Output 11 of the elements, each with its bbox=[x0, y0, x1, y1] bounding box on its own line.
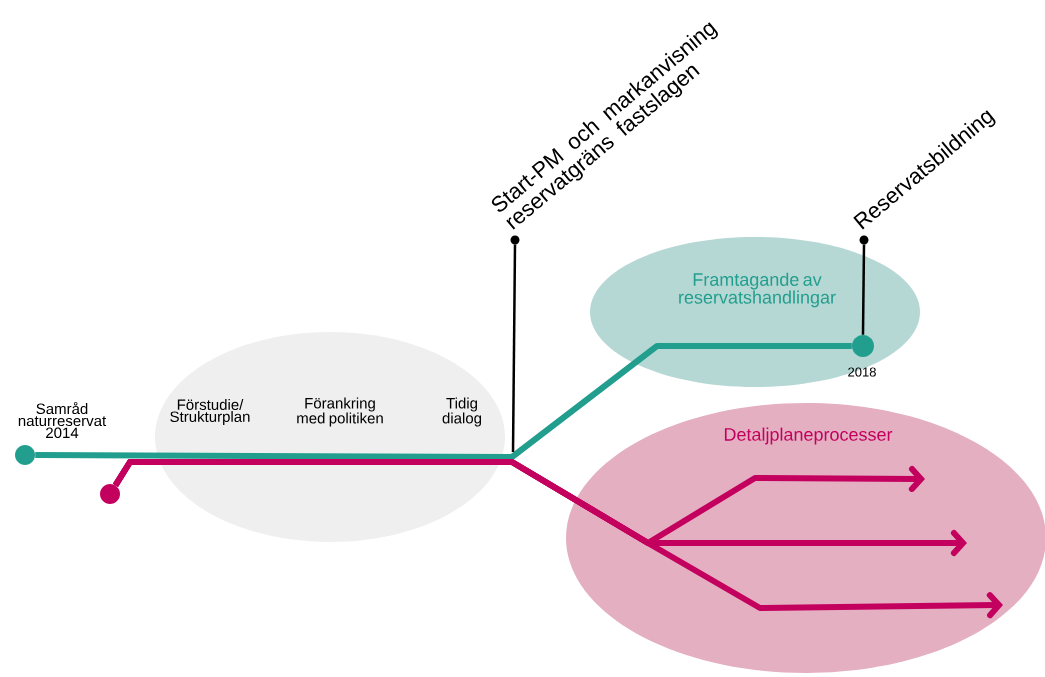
stage-label: Framtagande av reservatshandlingar bbox=[679, 272, 836, 308]
stage-label: Förankring med politiken bbox=[297, 397, 383, 427]
branch-arrow bbox=[112, 459, 1003, 619]
stage-label: Detaljplaneprocesser bbox=[724, 427, 893, 445]
date-label: Samråd naturreservat 2014 bbox=[18, 401, 107, 439]
track-line bbox=[35, 343, 852, 460]
date-label: 2018 bbox=[848, 367, 876, 377]
stage-label: Tidig dialog bbox=[442, 397, 482, 427]
milestone-dot bbox=[100, 484, 120, 504]
leader-line bbox=[511, 244, 517, 452]
stage-label: Förstudie/ Strukturplan bbox=[170, 399, 250, 425]
